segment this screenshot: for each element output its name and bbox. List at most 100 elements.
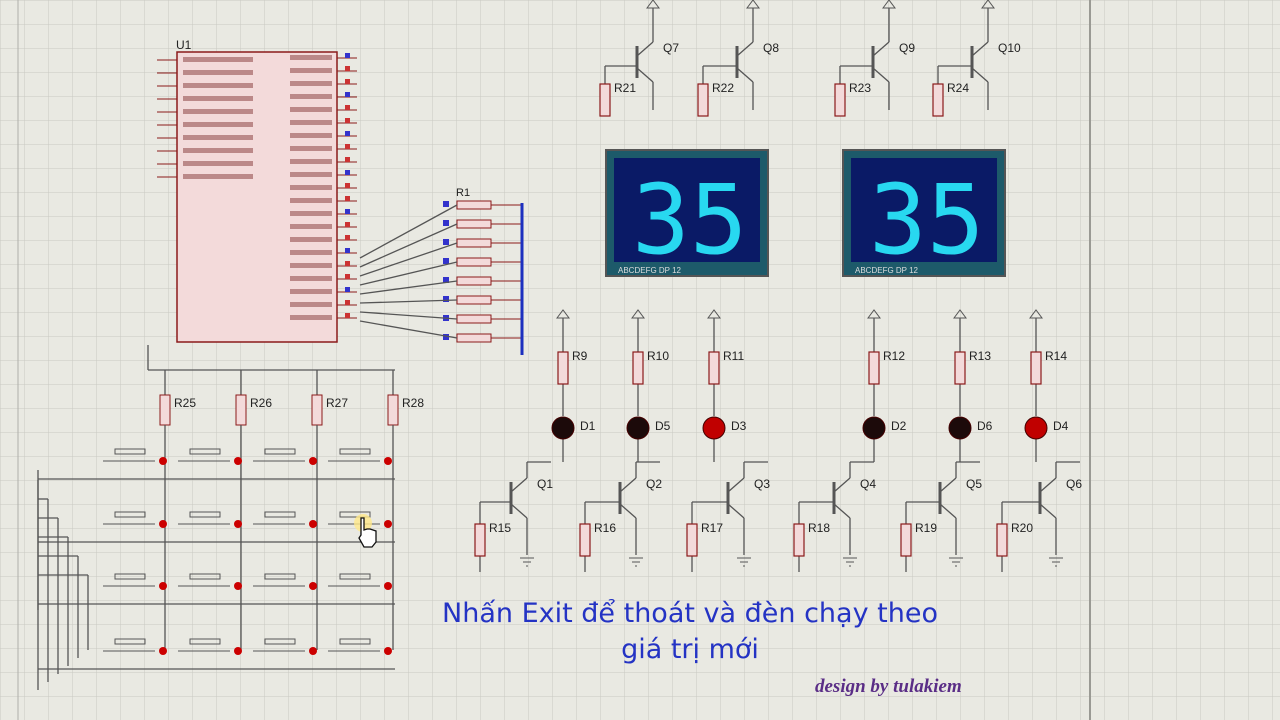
resistor-r14: R14 xyxy=(1030,349,1067,385)
ground-icon xyxy=(843,557,857,567)
pin-state-marker xyxy=(345,79,350,84)
mcu-ref-label: U1 xyxy=(176,38,192,52)
resistor-body xyxy=(235,394,247,426)
pin-state-marker xyxy=(345,131,350,136)
resistor-body xyxy=(708,351,720,385)
component-label: Q2 xyxy=(646,477,662,491)
pin-state-marker xyxy=(345,235,350,240)
button-actuator xyxy=(264,511,296,518)
resistor-body xyxy=(159,394,171,426)
button-state-marker xyxy=(309,520,317,528)
resistor-r15: R15 xyxy=(474,521,511,557)
pin-state-marker xyxy=(345,157,350,162)
resistor-element xyxy=(456,295,492,305)
keypad-button[interactable] xyxy=(328,573,392,590)
mcu-pin-name xyxy=(290,276,332,281)
keypad-button[interactable] xyxy=(328,448,392,465)
mcu-pin-name xyxy=(183,135,253,140)
keypad-button[interactable] xyxy=(103,511,167,528)
pin-state-marker xyxy=(345,248,350,253)
pin-state-marker xyxy=(443,334,449,340)
component-label: D5 xyxy=(655,419,671,433)
pin-state-marker xyxy=(443,277,449,283)
ground-icon xyxy=(629,557,643,567)
resistor-r10: R10 xyxy=(632,349,669,385)
keypad-button[interactable] xyxy=(178,511,242,528)
component-label: R25 xyxy=(174,396,196,410)
keypad-button[interactable] xyxy=(253,638,317,655)
button-actuator xyxy=(114,573,146,580)
transistor-emitter xyxy=(636,67,654,83)
component-label: R23 xyxy=(849,81,871,95)
resistor-r20: R20 xyxy=(996,521,1033,557)
mcu-pin-name xyxy=(290,185,332,190)
mcu-pin-name xyxy=(290,263,332,268)
resistor-element xyxy=(456,200,492,210)
components: Q7R21Q8R22Q9R23Q10R24R9D1R10D5R11D3R12D2… xyxy=(474,0,1082,567)
button-actuator xyxy=(339,573,371,580)
vcc-arrow-icon xyxy=(556,309,570,319)
keypad-button[interactable] xyxy=(253,511,317,528)
keypad-button[interactable] xyxy=(103,638,167,655)
resistor-r18: R18 xyxy=(793,521,830,557)
keypad-button[interactable] xyxy=(178,573,242,590)
resistor-r13: R13 xyxy=(954,349,991,385)
mcu-pin-name xyxy=(290,159,332,164)
keypad-button[interactable] xyxy=(103,573,167,590)
resistor-element xyxy=(456,276,492,286)
led-body xyxy=(862,416,886,440)
component-label: Q10 xyxy=(998,41,1021,55)
keypad-button[interactable] xyxy=(178,638,242,655)
resistor-r12: R12 xyxy=(868,349,905,385)
component-label: D4 xyxy=(1053,419,1069,433)
wire xyxy=(359,261,458,286)
keypad-button[interactable] xyxy=(253,573,317,590)
keypad-button[interactable] xyxy=(328,638,392,655)
display-pin-labels: ABCDEFG DP 12 xyxy=(855,266,919,275)
component-label: Q3 xyxy=(754,477,770,491)
resistor-network-r1[interactable]: R1 xyxy=(443,187,524,355)
keypad-button[interactable] xyxy=(103,448,167,465)
display-pin-labels: ABCDEFG DP 12 xyxy=(618,266,682,275)
transistor-emitter xyxy=(619,503,637,519)
led-body xyxy=(626,416,650,440)
mcu-u1[interactable]: U1 xyxy=(157,38,357,343)
mcu-pin-name xyxy=(183,148,253,153)
transistor-collector xyxy=(1039,477,1057,493)
resistor-element xyxy=(456,238,492,248)
transistor-emitter xyxy=(872,67,890,83)
pin-state-marker xyxy=(345,53,350,58)
resistor-body xyxy=(599,83,611,117)
resistor-body xyxy=(579,523,591,557)
pin-state-marker xyxy=(345,105,350,110)
button-state-marker xyxy=(384,582,392,590)
pin-state-marker xyxy=(345,300,350,305)
component-label: R18 xyxy=(808,521,830,535)
transistor-q1: Q1 xyxy=(509,477,553,519)
button-actuator xyxy=(114,638,146,645)
button-actuator xyxy=(189,638,221,645)
keypad-button[interactable] xyxy=(178,448,242,465)
wire xyxy=(359,299,458,304)
ground-icon xyxy=(949,557,963,567)
component-label: R27 xyxy=(326,396,348,410)
display-value: 35 xyxy=(869,164,985,276)
resistor-body xyxy=(557,351,569,385)
mcu-pin-name xyxy=(183,70,253,75)
pin-state-marker xyxy=(345,144,350,149)
keypad-button[interactable] xyxy=(253,448,317,465)
button-state-marker xyxy=(159,647,167,655)
button-state-marker xyxy=(309,582,317,590)
led-body xyxy=(702,416,726,440)
pin-state-marker xyxy=(345,66,350,71)
wire xyxy=(359,204,458,259)
pin-state-marker xyxy=(345,183,350,188)
transistor-q10: Q10 xyxy=(970,41,1021,83)
vcc-arrow-icon xyxy=(746,0,760,9)
led-d4: D4 xyxy=(1024,416,1069,440)
resistor-body xyxy=(311,394,323,426)
display-screen xyxy=(614,158,760,262)
transistor-q3: Q3 xyxy=(726,477,770,519)
